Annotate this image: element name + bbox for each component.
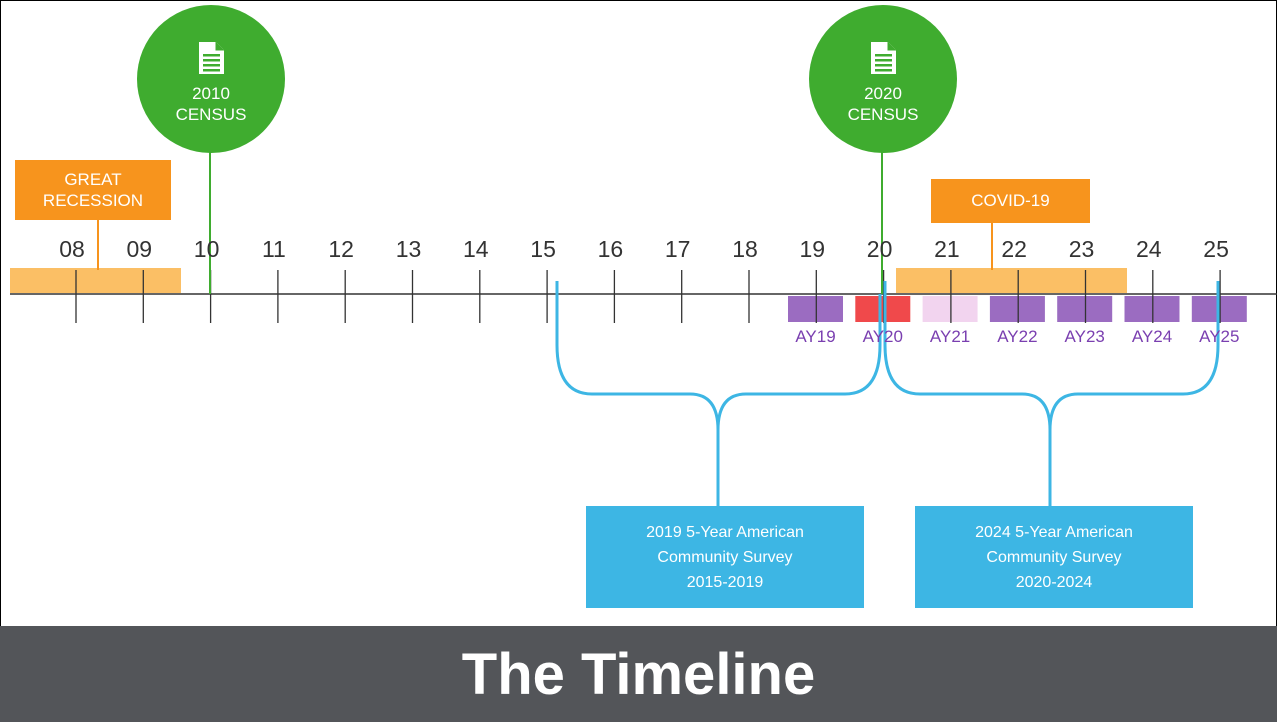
covid-callout: COVID-19	[931, 179, 1090, 223]
ay-block	[922, 296, 978, 322]
acs-2019-line3: 2015-2019	[686, 573, 764, 591]
ay-block	[788, 296, 843, 322]
document-icon	[871, 42, 896, 74]
ay-block	[855, 296, 911, 322]
great-recession-callout: GREAT RECESSION	[15, 160, 171, 220]
acs-2019-line1: 2019 5-Year American	[646, 523, 804, 541]
acs-2024-line1: 2024 5-Year American	[975, 523, 1133, 541]
year-label: 12	[328, 236, 354, 262]
ay-block	[1057, 296, 1113, 322]
acs-2024-line3: 2020-2024	[1015, 573, 1093, 591]
year-label: 21	[934, 236, 960, 262]
year-label: 15	[530, 236, 556, 262]
census-2020-circle: 2020 CENSUS	[809, 5, 957, 153]
ay-blocks	[788, 296, 1247, 322]
document-icon	[199, 42, 224, 74]
ay-block	[989, 296, 1045, 322]
year-label: 22	[1001, 236, 1027, 262]
year-label: 18	[732, 236, 758, 262]
year-label: 08	[59, 236, 85, 262]
footer-banner: The Timeline	[0, 626, 1277, 722]
year-label: 24	[1136, 236, 1162, 262]
ay-label: AY20	[862, 327, 903, 346]
year-label: 19	[799, 236, 826, 262]
ay-label: AY25	[1199, 327, 1240, 346]
great-recession-bar	[10, 268, 181, 293]
covid-label: COVID-19	[971, 191, 1050, 210]
year-label: 09	[126, 236, 153, 262]
year-label: 14	[463, 236, 489, 262]
year-label: 23	[1068, 236, 1095, 262]
year-label: 10	[193, 236, 220, 262]
acs-2019-line2: Community Survey	[657, 548, 793, 566]
census-2020-label: CENSUS	[847, 105, 919, 124]
year-label: 17	[664, 236, 691, 262]
acs-2024-line2: Community Survey	[986, 548, 1122, 566]
year-label: 11	[261, 236, 286, 262]
acs-2024-brace	[883, 281, 1220, 506]
ay-label: AY24	[1131, 327, 1173, 346]
acs-2019-box: 2019 5-Year American Community Survey 20…	[586, 506, 864, 608]
census-2010-year: 2010	[192, 84, 230, 103]
year-label: 20	[866, 236, 893, 262]
acs-2024-box: 2024 5-Year American Community Survey 20…	[915, 506, 1193, 608]
ay-label: AY23	[1064, 327, 1105, 346]
census-2010-label: CENSUS	[175, 105, 247, 124]
year-label: 16	[597, 236, 624, 262]
year-label: 13	[395, 236, 422, 262]
ay-label: AY21	[929, 327, 971, 346]
great-recession-label: GREAT RECESSION	[42, 170, 144, 210]
acs-2019-brace	[555, 281, 882, 506]
covid-bar	[896, 268, 1127, 293]
year-label: 25	[1203, 236, 1229, 262]
page-title: The Timeline	[461, 641, 816, 707]
ay-label: AY19	[795, 327, 836, 346]
ay-label: AY22	[997, 327, 1038, 346]
census-2020-year: 2020	[864, 84, 902, 103]
ay-block	[1124, 296, 1180, 322]
census-2010-circle: 2010 CENSUS	[137, 5, 285, 153]
